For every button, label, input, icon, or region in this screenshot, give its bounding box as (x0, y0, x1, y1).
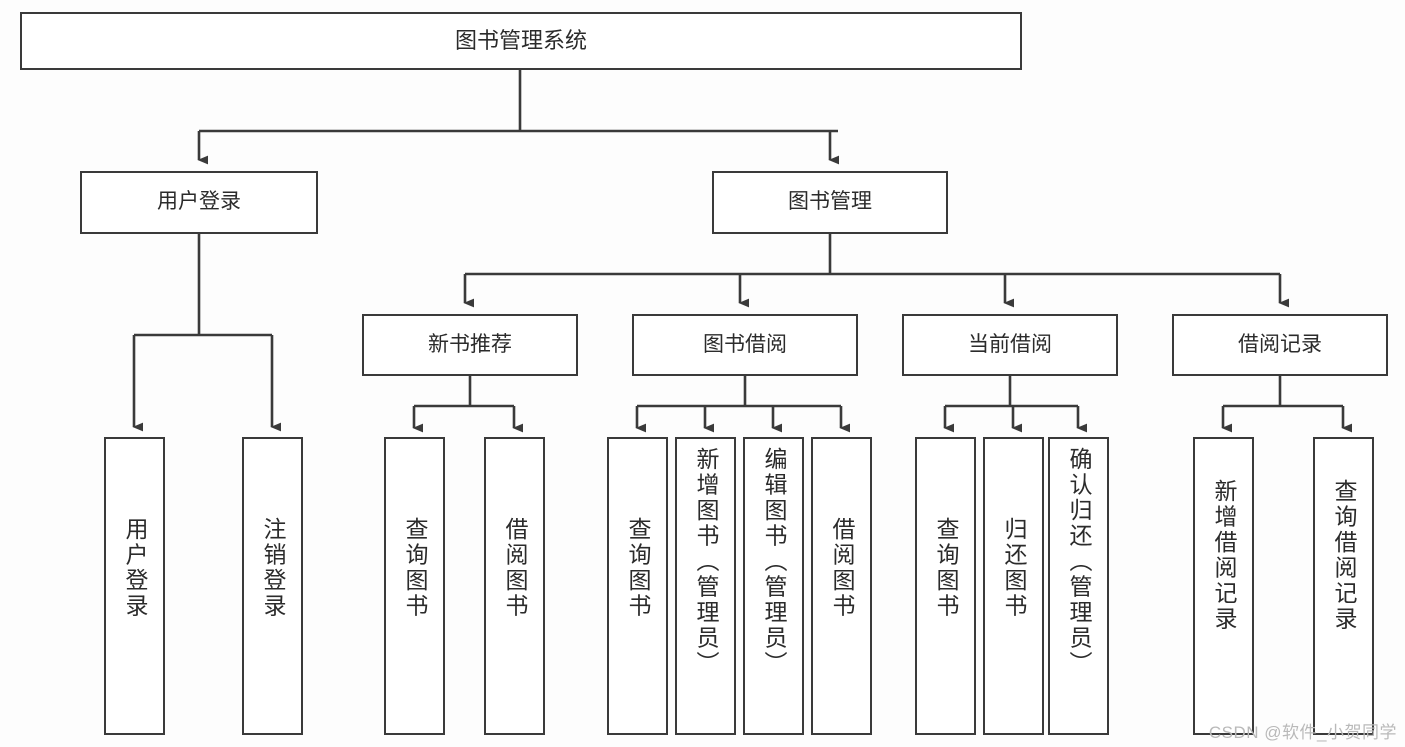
node-label: 借阅图书 (502, 517, 528, 619)
node-label: 查询图书 (402, 517, 428, 619)
node-label: 借阅图书 (829, 517, 855, 619)
node-label: 新增图书（管理员） (693, 447, 719, 677)
watermark: CSDN @软件_小贺同学 (1208, 723, 1397, 742)
node-leaf-edit-book-admin[interactable]: 编辑图书（管理员） (743, 437, 804, 735)
node-book-borrow[interactable]: 图书借阅 (632, 314, 858, 376)
node-leaf-query-book-1[interactable]: 查询图书 (384, 437, 445, 735)
node-label: 新增借阅记录 (1211, 479, 1237, 632)
node-leaf-add-book-admin[interactable]: 新增图书（管理员） (675, 437, 736, 735)
node-label: 查询借阅记录 (1331, 479, 1357, 632)
node-label: 新书推荐 (428, 332, 512, 356)
node-leaf-confirm-return-admin[interactable]: 确认归还（管理员） (1048, 437, 1109, 735)
node-label: 图书借阅 (703, 332, 787, 356)
node-current-borrow[interactable]: 当前借阅 (902, 314, 1118, 376)
node-label: 归还图书 (1001, 517, 1027, 619)
node-leaf-add-borrow-record[interactable]: 新增借阅记录 (1193, 437, 1254, 735)
node-leaf-borrow-book-2[interactable]: 借阅图书 (811, 437, 872, 735)
node-label: 图书管理系统 (454, 28, 587, 54)
node-label: 编辑图书（管理员） (761, 447, 787, 677)
node-label: 查询图书 (625, 517, 651, 619)
node-label: 确认归还（管理员） (1066, 447, 1092, 677)
node-user-login[interactable]: 用户登录 (80, 171, 318, 234)
node-book-management[interactable]: 图书管理 (712, 171, 948, 234)
node-label: 用户登录 (157, 190, 241, 214)
node-label: 图书管理 (788, 190, 872, 214)
node-label: 注销登录 (260, 517, 286, 619)
node-root-system[interactable]: 图书管理系统 (20, 12, 1022, 70)
node-leaf-return-book[interactable]: 归还图书 (983, 437, 1044, 735)
node-label: 用户登录 (122, 517, 148, 619)
node-label: 查询图书 (933, 517, 959, 619)
node-leaf-query-borrow-record[interactable]: 查询借阅记录 (1313, 437, 1374, 735)
node-borrow-record[interactable]: 借阅记录 (1172, 314, 1388, 376)
node-leaf-query-book-2[interactable]: 查询图书 (607, 437, 668, 735)
node-leaf-logout[interactable]: 注销登录 (242, 437, 303, 735)
node-label: 借阅记录 (1238, 332, 1322, 356)
node-leaf-query-book-3[interactable]: 查询图书 (915, 437, 976, 735)
node-new-book-recommend[interactable]: 新书推荐 (362, 314, 578, 376)
node-label: 当前借阅 (968, 332, 1052, 356)
node-leaf-borrow-book-1[interactable]: 借阅图书 (484, 437, 545, 735)
node-leaf-user-login[interactable]: 用户登录 (104, 437, 165, 735)
